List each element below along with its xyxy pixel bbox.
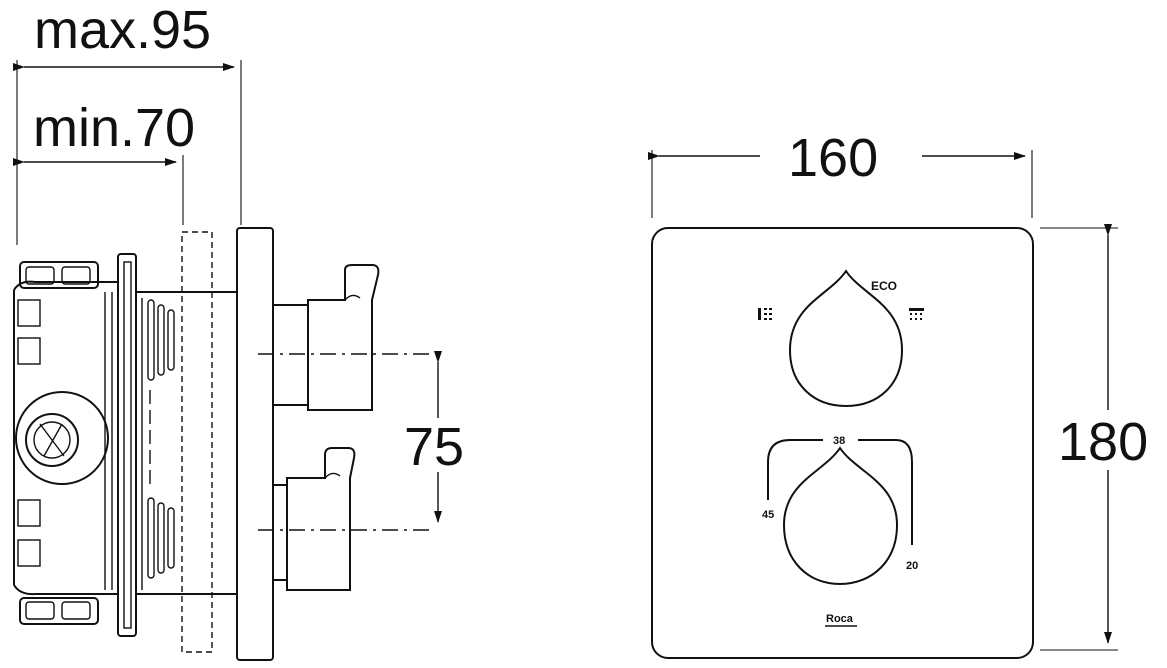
- height-label: 180: [1058, 412, 1148, 472]
- temp-45-label: 45: [762, 509, 774, 521]
- front-view: 160 180 ECO: [648, 128, 1148, 659]
- min-depth-label: min.70: [33, 98, 195, 158]
- cover-plate-front: [651, 227, 1034, 659]
- valve-body: [136, 291, 236, 595]
- side-view: max.95 min.70: [13, 0, 478, 661]
- spacing-label: 75: [404, 417, 464, 477]
- eco-label: ECO: [871, 279, 897, 293]
- lower-handle-side: [272, 447, 356, 591]
- temperature-scale: 38 45 20: [762, 435, 918, 572]
- temp-38-label: 38: [833, 435, 845, 447]
- mounting-box: [13, 261, 118, 625]
- temp-20-label: 20: [906, 560, 918, 572]
- hand-shower-icon: [758, 308, 772, 320]
- flange-plate: [117, 253, 137, 637]
- diverter-handle-front: [788, 269, 904, 408]
- brand-logo: Roca: [826, 613, 854, 625]
- cover-plate-side: [236, 227, 274, 661]
- upper-handle-side: [272, 264, 380, 411]
- max-depth-label: max.95: [34, 0, 211, 60]
- thermostat-handle-front: [782, 446, 899, 586]
- width-label: 160: [788, 128, 878, 188]
- wall-thickness-outline: [181, 231, 213, 653]
- overhead-shower-icon: [909, 308, 924, 320]
